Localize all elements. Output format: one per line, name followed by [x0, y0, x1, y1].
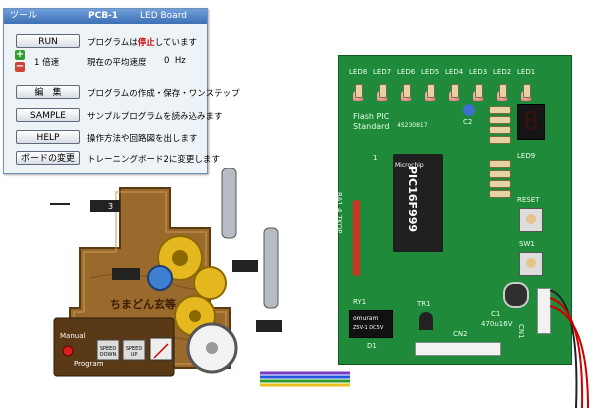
relay-rating: Z5V-1 DC5V: [353, 325, 384, 331]
ra1-label: RA1 4.7KΩP: [335, 192, 343, 234]
machine-sign: ちまどん玄等: [110, 298, 176, 311]
led-label-7: LED7: [373, 68, 392, 76]
c2-label: C2: [463, 118, 473, 126]
resistor: [489, 136, 511, 144]
speed-unit: 倍速: [42, 58, 60, 68]
resistor: [489, 170, 511, 178]
capacitor-c2: [463, 104, 475, 116]
relay-brand: omuram: [353, 315, 379, 322]
change-board-description: トレーニングボード2に変更します: [87, 155, 220, 165]
pic-chip: Microchip PIC16F999: [393, 154, 443, 252]
resistor: [379, 84, 387, 98]
chip-name: PIC16F999: [406, 166, 419, 233]
resistor: [489, 106, 511, 114]
average-speed: 0 Hz: [164, 56, 186, 66]
ry1-label: RY1: [353, 298, 367, 306]
resistor: [499, 84, 507, 98]
c1-label: C1: [491, 310, 501, 318]
board-title: Flash PIC: [353, 112, 390, 121]
pcb-board: LED8 LED7 LED6 LED5 LED4 LED3 LED2 LED1 …: [335, 55, 572, 365]
resistor: [489, 180, 511, 188]
window-title-board: PCB-1: [88, 11, 119, 21]
help-button[interactable]: HELP: [16, 130, 80, 144]
resistor: [489, 160, 511, 168]
edit-button[interactable]: 編 集: [16, 85, 80, 99]
status-stop: 停止: [137, 38, 155, 48]
led9-label: LED9: [517, 152, 536, 160]
speed-multiplier: 1 倍速: [34, 56, 59, 68]
program-label: Program: [74, 360, 104, 368]
pin1-label: 1: [373, 154, 378, 162]
sw1-label: SW1: [519, 240, 535, 248]
machine-illustration: ちまどん玄等 Manual Program SPEED DOWN SPEED U…: [50, 167, 466, 408]
cn1-label: CN1: [517, 324, 525, 339]
machine-drawing: [50, 167, 466, 387]
led-label-8: LED8: [349, 68, 368, 76]
average-speed-unit: Hz: [174, 56, 186, 66]
resistor: [489, 190, 511, 198]
resistor: [489, 126, 511, 134]
resistor-array: [353, 200, 360, 276]
switch-number: 3: [108, 202, 114, 211]
speed-down-label: SPEED DOWN: [99, 346, 117, 358]
status-suffix: しています: [154, 38, 198, 48]
resistor: [427, 84, 435, 98]
connector-cn1: [537, 288, 551, 334]
capacitor-c1: [503, 282, 529, 308]
sw1-button[interactable]: [519, 252, 543, 276]
led-label-1: LED1: [517, 68, 536, 76]
reset-button[interactable]: [519, 208, 543, 232]
led-label-3: LED3: [469, 68, 488, 76]
tr1-label: TR1: [417, 300, 431, 308]
led-label-2: LED2: [493, 68, 512, 76]
speed-down-button[interactable]: −: [15, 61, 25, 72]
average-speed-label: 現在の平均速度: [87, 58, 147, 68]
resistor: [355, 84, 363, 98]
board-subtitle: Standard: [353, 122, 390, 131]
change-board-button[interactable]: ボードの変更: [16, 151, 80, 165]
d1-label: D1: [367, 342, 377, 350]
reset-label: RESET: [517, 196, 540, 204]
speed-up-button[interactable]: +: [15, 49, 25, 60]
sample-button[interactable]: SAMPLE: [16, 108, 80, 122]
window-title-type: LED Board: [140, 11, 187, 21]
resistor: [489, 116, 511, 124]
tool-window: ツール PCB-1 LED Board RUN プログラムは停止しています + …: [3, 8, 240, 174]
connector-cn2: [415, 342, 501, 356]
board-code: 4S230817: [397, 122, 428, 129]
chip-brand: Microchip: [395, 162, 424, 169]
segment-digit: 8: [523, 107, 539, 137]
program-status: プログラムは停止しています: [87, 36, 197, 48]
sample-description: サンプルプログラムを読み込みます: [87, 112, 223, 122]
resistor: [523, 84, 531, 98]
cn2-label: CN2: [453, 330, 468, 338]
speed-value: 1: [34, 58, 40, 68]
run-button[interactable]: RUN: [16, 34, 80, 48]
tool-window-titlebar[interactable]: ツール PCB-1 LED Board: [4, 9, 207, 24]
manual-label: Manual: [60, 332, 86, 340]
help-description: 操作方法や回路図を出します: [87, 134, 198, 144]
average-speed-value: 0: [164, 56, 170, 66]
c1-value: 470u16V: [481, 320, 513, 328]
resistor: [403, 84, 411, 98]
led-label-6: LED6: [397, 68, 416, 76]
cn1-cables: [549, 290, 589, 409]
transistor: [419, 312, 433, 330]
led-label-5: LED5: [421, 68, 440, 76]
relay: omuram Z5V-1 DC5V: [349, 310, 393, 338]
resistor: [475, 84, 483, 98]
speed-up-label: SPEED UP: [125, 346, 143, 358]
seven-segment-display: 8: [517, 104, 545, 140]
edit-description: プログラムの作成・保存・ワンステップ: [87, 89, 240, 99]
led-label-4: LED4: [445, 68, 464, 76]
resistor: [451, 84, 459, 98]
window-title-tool: ツール: [10, 11, 38, 21]
status-prefix: プログラムは: [87, 38, 138, 48]
